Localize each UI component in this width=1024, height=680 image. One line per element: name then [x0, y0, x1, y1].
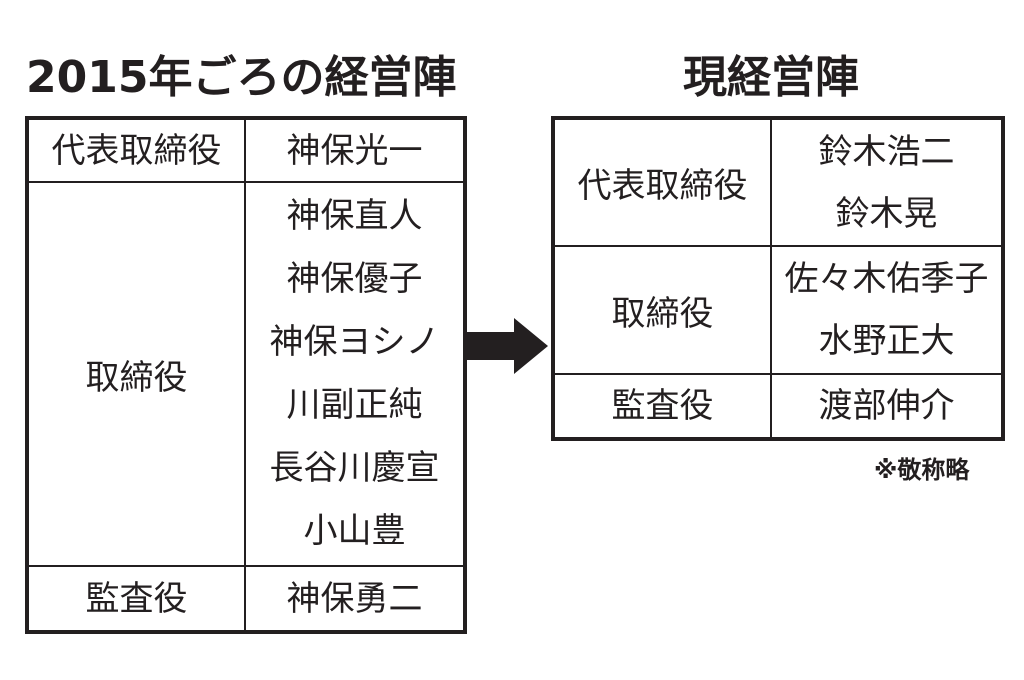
before-row-auditor: 監査役 神保勇二	[26, 565, 466, 633]
after-title: 現経営陣	[683, 52, 859, 103]
before-row-director: 取締役 神保直人 神保優子 神保ヨシノ 川副正純 長谷川慶宣 小山豊	[26, 181, 466, 567]
name-cell: 渡部伸介	[770, 373, 1004, 440]
honorifics-omitted-note: ※敬称略	[874, 456, 970, 484]
names-cell: 鈴木浩二 鈴木晃	[770, 117, 1004, 247]
role-cell: 監査役	[26, 565, 246, 633]
director-name: 鈴木晃	[835, 193, 938, 234]
names-cell: 佐々木佑季子 水野正大	[770, 245, 1004, 375]
role-cell: 代表取締役	[552, 117, 772, 247]
after-row-representative-director: 代表取締役 鈴木浩二 鈴木晃	[552, 117, 1004, 247]
after-row-auditor: 監査役 渡部伸介	[552, 373, 1004, 440]
director-name: 神保優子	[286, 259, 423, 299]
before-row-representative-director: 代表取締役 神保光一	[26, 117, 466, 183]
names-cell: 神保直人 神保優子 神保ヨシノ 川副正純 長谷川慶宣 小山豊	[244, 181, 466, 567]
name-cell: 神保光一	[244, 117, 466, 183]
role-cell: 代表取締役	[26, 117, 246, 183]
after-row-director: 取締役 佐々木佑季子 水野正大	[552, 245, 1004, 375]
after-roster-table: 代表取締役 鈴木浩二 鈴木晃 取締役 佐々木佑季子 水野正大 監査役 渡部伸介	[551, 116, 1005, 441]
director-name: 川副正純	[286, 385, 423, 425]
name-cell: 神保勇二	[244, 565, 466, 633]
director-name: 鈴木浩二	[818, 131, 955, 172]
role-cell: 取締役	[552, 245, 772, 375]
right-arrow-icon	[466, 318, 548, 374]
before-title: 2015年ごろの経営陣	[26, 52, 457, 103]
director-name: 小山豊	[303, 511, 406, 551]
director-name: 佐々木佑季子	[784, 259, 989, 299]
role-cell: 取締役	[26, 181, 246, 567]
director-name: 水野正大	[818, 321, 955, 361]
director-name: 長谷川慶宣	[269, 448, 440, 488]
role-cell: 監査役	[552, 373, 772, 440]
before-roster-table: 代表取締役 神保光一 取締役 神保直人 神保優子 神保ヨシノ 川副正純 長谷川慶…	[25, 116, 467, 634]
director-name: 神保直人	[286, 196, 423, 236]
director-name: 神保ヨシノ	[269, 322, 440, 362]
